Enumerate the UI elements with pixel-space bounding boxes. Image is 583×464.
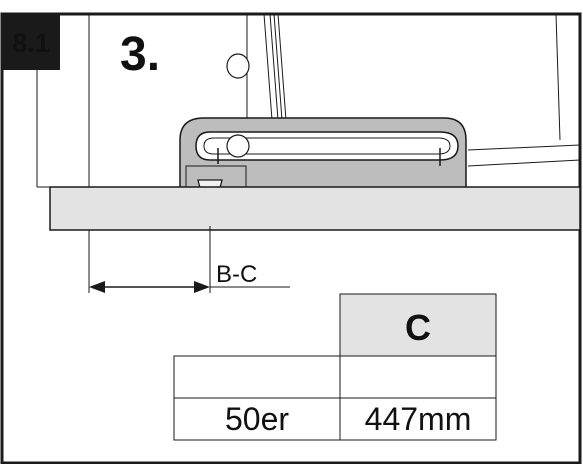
- rail-line-right-2: [467, 144, 581, 151]
- table-cell-length: 447mm: [365, 401, 472, 437]
- hole-upper: [226, 53, 250, 79]
- table-row: [173, 355, 341, 399]
- rail-line-5: [277, 13, 287, 121]
- bracket-slot-inner: [203, 137, 451, 155]
- table-header-cell: [339, 293, 497, 357]
- hole-lower: [226, 134, 250, 158]
- arrow-left-icon: [89, 281, 105, 293]
- table-header-text: C: [405, 307, 431, 348]
- rail-line-2: [263, 13, 273, 121]
- step-label: 3.: [120, 28, 160, 81]
- rail-line-right: [555, 13, 561, 141]
- rail-line-right-3: [467, 159, 581, 167]
- table-row: [339, 355, 497, 399]
- dimension-table: C 50er 447mm: [173, 293, 497, 441]
- dimension-label: B-C: [216, 261, 257, 288]
- section-badge: [2, 14, 60, 70]
- outer-frame: [0, 12, 582, 464]
- rail-line-4: [273, 13, 283, 121]
- bottom-panel: [49, 186, 581, 231]
- arrow-right-icon: [194, 281, 210, 293]
- rail-line-3: [269, 13, 279, 121]
- table-row: [339, 397, 497, 441]
- section-badge-text: 8.1: [12, 28, 50, 58]
- table-cell-size: 50er: [225, 401, 289, 437]
